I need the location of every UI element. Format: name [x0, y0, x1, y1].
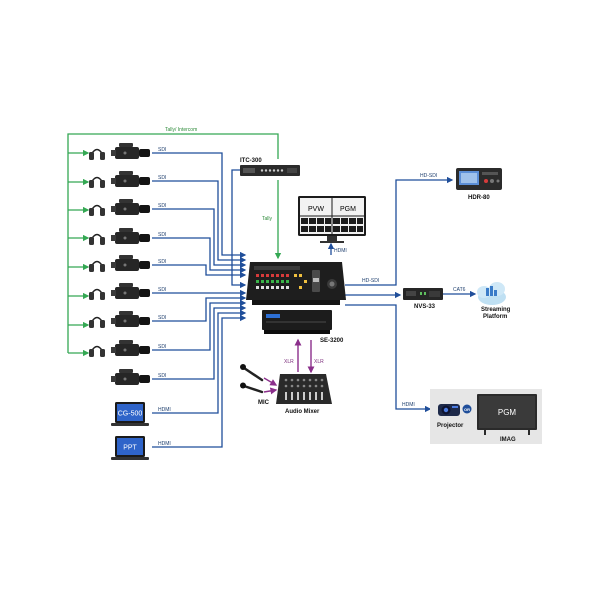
camera-icon [111, 283, 150, 299]
camera-icon [111, 143, 150, 159]
headset-icon [89, 233, 105, 245]
projector-icon [438, 404, 460, 416]
audio-mixer-label: Audio Mixer [285, 409, 320, 415]
se-3200-label: SE-3200 [320, 338, 344, 344]
audio-mixer [276, 374, 332, 404]
hdmi-label-cg: HDMI [158, 407, 171, 413]
ppt-laptop: PPT [111, 436, 149, 460]
camera-icon [111, 255, 150, 271]
camera-group [89, 143, 150, 385]
hd-sdi-top-label: HD-SDI [420, 173, 437, 179]
microphone-icon [240, 364, 264, 394]
sdi-label-6: SDI [158, 287, 166, 293]
sdi-label-9: SDI [158, 373, 166, 379]
or-label: OR [464, 407, 470, 412]
imag-label: IMAG [500, 437, 516, 443]
camera-icon [111, 228, 150, 244]
camera-icon [111, 199, 150, 215]
tally-label: Tally [262, 216, 273, 222]
projector-label: Projector [437, 423, 464, 429]
hd-sdi-mid-label: HD-SDI [362, 278, 379, 284]
headset-icon [89, 316, 105, 328]
headset-icon [89, 148, 105, 160]
nvs-33-label: NVS-33 [414, 304, 436, 310]
headset-icon [89, 288, 105, 300]
xlr-left-label: XLR [284, 359, 294, 365]
sdi-label-5: SDI [158, 259, 166, 265]
headset-icon [89, 204, 105, 216]
camera-icon [111, 171, 150, 187]
cg-screen-label: CG-500 [118, 411, 143, 418]
streaming-label-2: Platform [483, 314, 507, 320]
hdmi-multiview-label: HDMI [334, 248, 347, 254]
sdi-label-3: SDI [158, 203, 166, 209]
xlr-lines [263, 338, 315, 395]
headset-icon [89, 176, 105, 188]
streaming-label-1: Streaming [481, 307, 511, 313]
nvs-33-encoder [403, 288, 443, 300]
sdi-label-8: SDI [158, 344, 166, 350]
pgm-label: PGM [340, 206, 356, 213]
cat6-label: CAT6 [453, 287, 466, 293]
se-3200-switcher [246, 262, 346, 334]
sdi-label-1: SDI [158, 147, 166, 153]
sdi-label-2: SDI [158, 175, 166, 181]
tally-lines [67, 133, 282, 357]
hdr-80-recorder [456, 168, 502, 190]
xlr-right-label: XLR [314, 359, 324, 365]
cg-laptop: CG-500 [111, 402, 149, 426]
headset-icon [89, 260, 105, 272]
camera-icon [111, 369, 150, 385]
or-badge [462, 404, 472, 414]
imag-screen: PGM [477, 394, 537, 435]
sdi-input-lines [152, 152, 335, 448]
camera-icon [111, 311, 150, 327]
output-lines [345, 176, 477, 413]
multiview-monitor: PVW PGM [298, 196, 366, 243]
hdr-80-label: HDR-80 [468, 195, 490, 201]
sdi-label-4: SDI [158, 232, 166, 238]
itc-300-label: ITC-300 [240, 158, 262, 164]
cloud-icon [477, 282, 506, 305]
hdmi-out-label: HDMI [402, 402, 415, 408]
sdi-label-7: SDI [158, 315, 166, 321]
headset-icon [89, 345, 105, 357]
tally-intercom-label: Tally/ Intercom [165, 127, 197, 133]
camera-icon [111, 340, 150, 356]
itc-300-unit [240, 165, 300, 176]
hdmi-label-ppt: HDMI [158, 441, 171, 447]
mic-label: MIC [258, 400, 270, 406]
ppt-screen-label: PPT [123, 445, 137, 452]
pvw-label: PVW [308, 206, 324, 213]
pgm-screen-label: PGM [498, 408, 517, 417]
imag-panel: Projector OR PGM IMAG [430, 389, 542, 444]
